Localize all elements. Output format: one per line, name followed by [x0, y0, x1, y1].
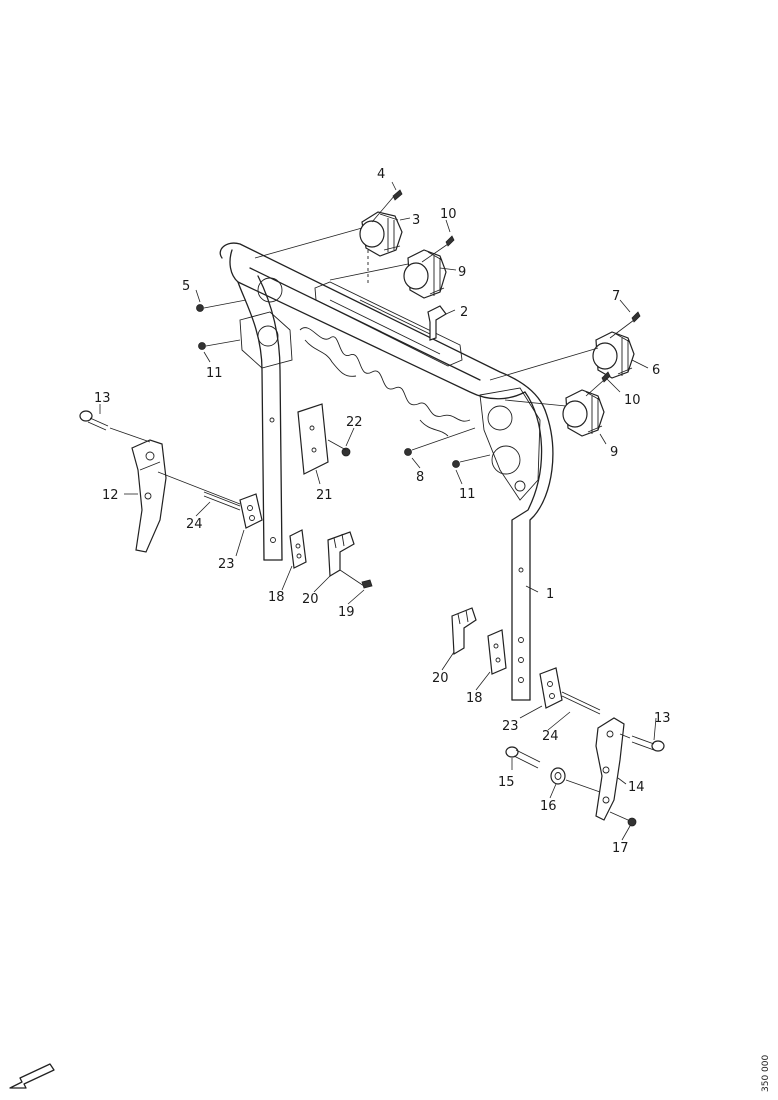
- plate-18-left: [289, 529, 307, 569]
- plate-23-right: [539, 667, 563, 709]
- callout-10-lower: 10: [624, 393, 641, 408]
- lamp-9-lower: [562, 389, 605, 437]
- callout-24-left: 24: [186, 517, 203, 532]
- callout-5: 5: [182, 279, 190, 294]
- callout-21: 21: [316, 488, 333, 503]
- callout-18-right: 18: [466, 691, 483, 706]
- lamp-3: [359, 211, 403, 257]
- callout-10-upper: 10: [440, 207, 457, 222]
- clip-20-left: [327, 531, 355, 578]
- washer-16: [550, 767, 566, 785]
- callout-18-left: 18: [268, 590, 285, 605]
- plate-18-right: [487, 629, 507, 675]
- callout-leaders: [99, 181, 657, 841]
- callout-1: 1: [546, 587, 554, 602]
- callout-8: 8: [416, 470, 424, 485]
- drawing-code: 350 000: [761, 1055, 771, 1092]
- callout-24-right: 24: [542, 729, 559, 744]
- callout-14: 14: [628, 780, 645, 795]
- bolt-15: [505, 746, 541, 769]
- callout-23-right: 23: [502, 719, 519, 734]
- callout-20-left: 20: [302, 592, 319, 607]
- clip-20-right: [451, 607, 477, 656]
- nut-17: [627, 817, 637, 827]
- fasteners: [196, 189, 641, 468]
- callout-2: 2: [460, 305, 468, 320]
- callout-4: 4: [377, 167, 385, 182]
- bolt-13-right: [631, 735, 665, 752]
- callout-11-right: 11: [459, 487, 476, 502]
- callout-3: 3: [412, 213, 420, 228]
- clip-2: [427, 305, 447, 341]
- callout-9-upper: 9: [458, 265, 466, 280]
- bracket-12: [131, 439, 167, 553]
- plate-21: [297, 403, 329, 475]
- bracket-14: [595, 717, 625, 821]
- callout-11-left: 11: [206, 366, 223, 381]
- callout-13-left: 13: [94, 391, 111, 406]
- callout-19: 19: [338, 605, 355, 620]
- callout-23-left: 23: [218, 557, 235, 572]
- callout-labels: 1 2 3 4 5 6 7 8 9 9 10 10 11 11 12 13 13…: [94, 167, 671, 856]
- screw-19: [361, 579, 373, 589]
- callout-12: 12: [102, 488, 119, 503]
- lamp-9-upper: [403, 249, 447, 299]
- bolt-13-left: [79, 410, 109, 431]
- plate-23-left: [239, 493, 263, 529]
- callout-22: 22: [346, 415, 363, 430]
- frame-assembly: [219, 242, 554, 701]
- direction-arrow-icon: [9, 1063, 55, 1089]
- pin-24-right: [561, 691, 601, 715]
- callout-7: 7: [612, 289, 620, 304]
- callout-15: 15: [498, 775, 515, 790]
- callout-20-right: 20: [432, 671, 449, 686]
- lamp-6: [592, 331, 635, 379]
- pin-24-left: [203, 491, 241, 511]
- callout-6: 6: [652, 363, 660, 378]
- callout-17: 17: [612, 841, 629, 856]
- callout-16: 16: [540, 799, 557, 814]
- callout-13-right: 13: [654, 711, 671, 726]
- callout-9-lower: 9: [610, 445, 618, 460]
